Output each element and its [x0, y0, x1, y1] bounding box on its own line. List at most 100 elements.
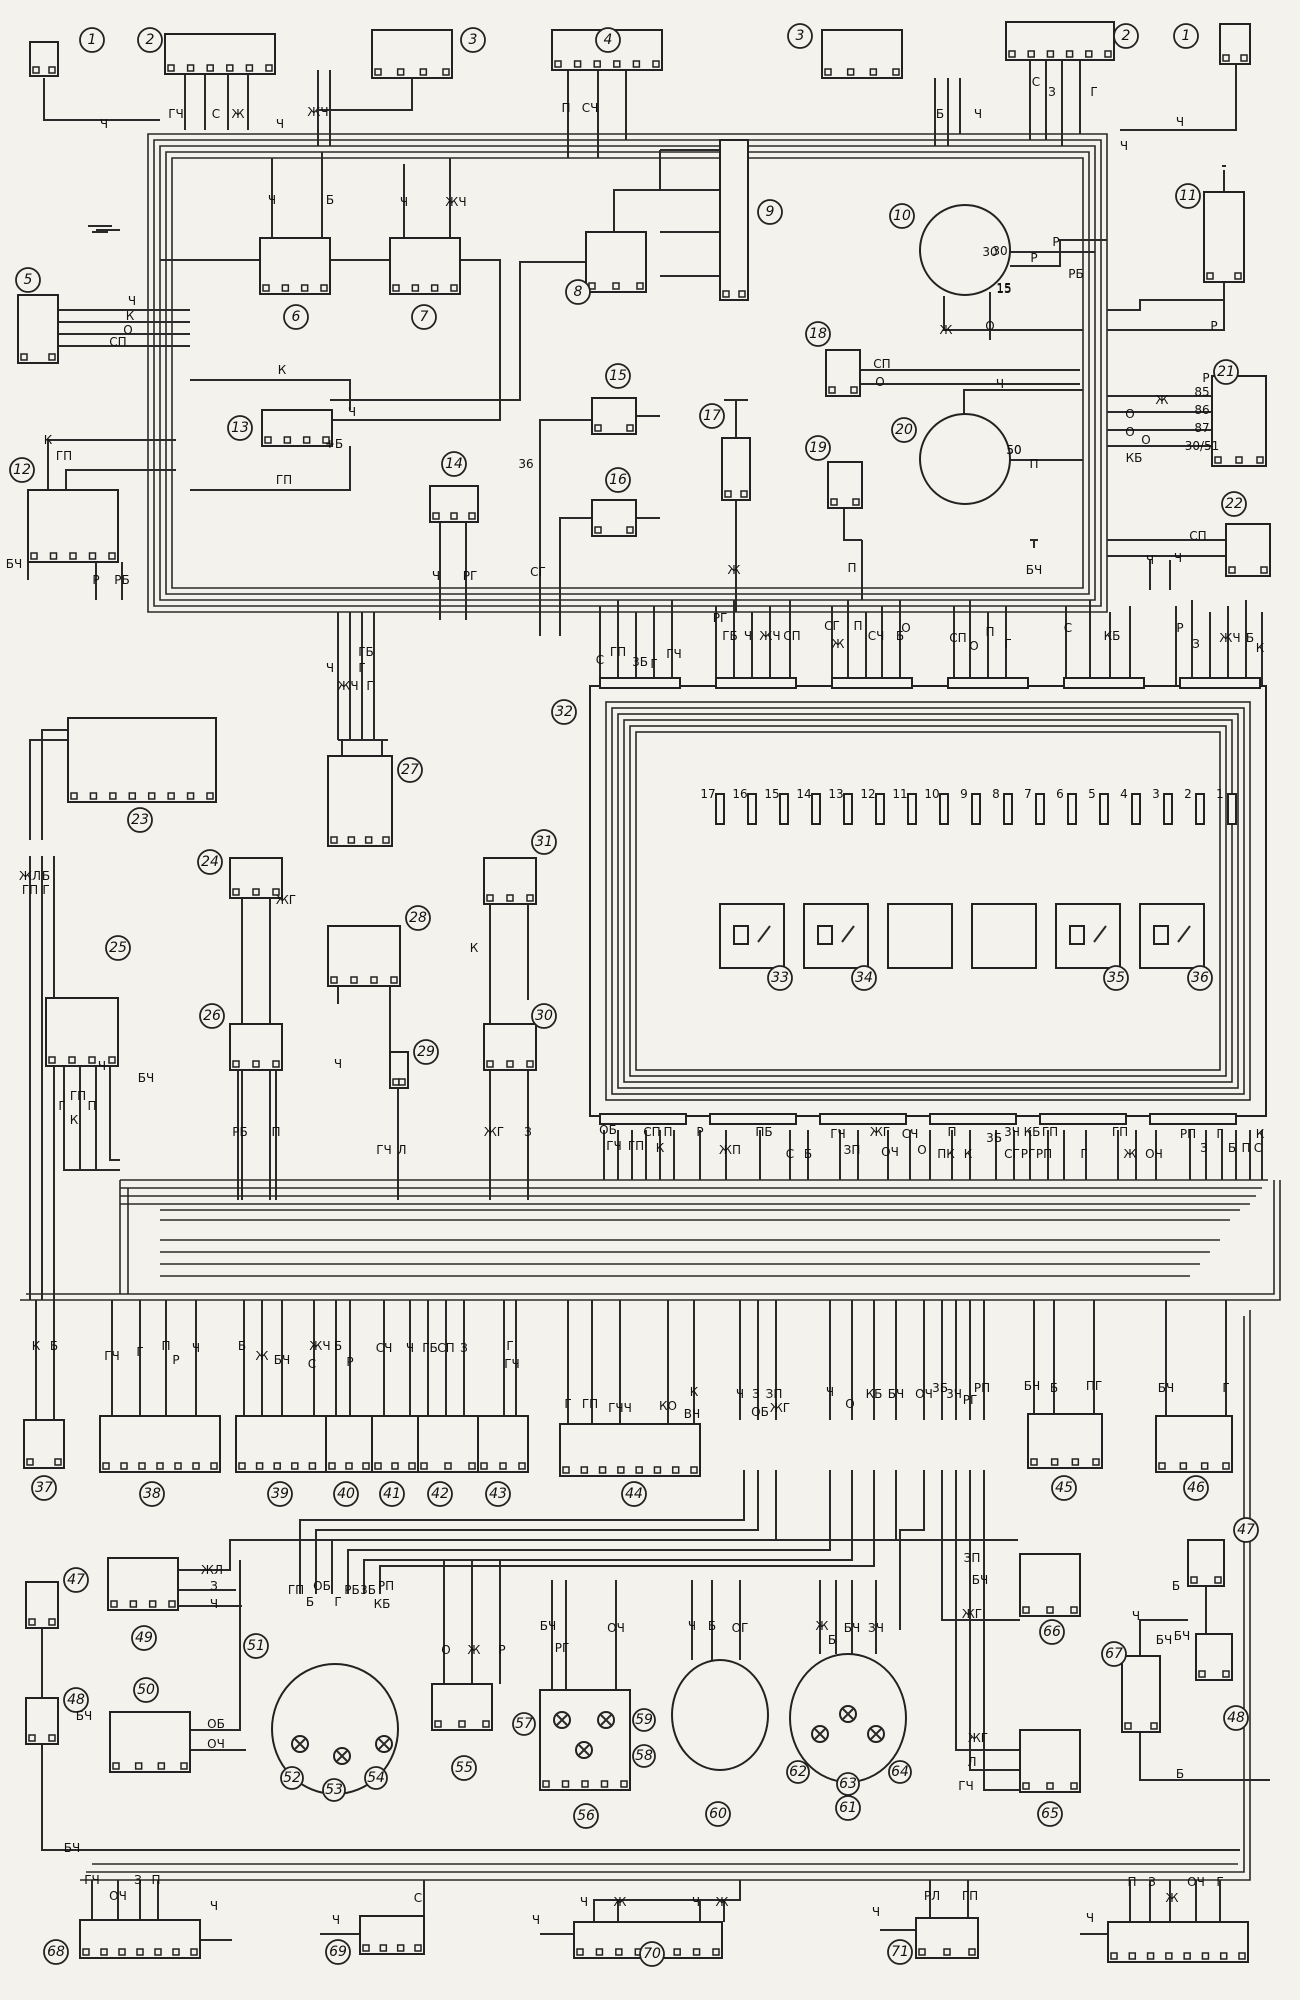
component-number: 25 [105, 935, 131, 961]
wire-color-label: О [845, 1397, 854, 1411]
number-circle [1183, 1475, 1209, 1501]
pin [482, 1720, 490, 1728]
pin [48, 1734, 56, 1742]
wire-color-label: ЗП [766, 1387, 783, 1401]
wire-color-label: РП [378, 1579, 394, 1593]
wire-color-label: Р [1052, 235, 1059, 249]
wire-color-label: КБ [1024, 1125, 1041, 1139]
wire-color-label: Б [1172, 1579, 1180, 1593]
pin [450, 284, 458, 292]
pin [272, 1060, 280, 1068]
pin [302, 436, 311, 444]
wire-color-label: Б [828, 1633, 836, 1647]
pin [70, 792, 78, 800]
wire-color-label: ГП [610, 645, 626, 659]
wire-color-label: З [524, 1125, 532, 1139]
pin [1256, 456, 1264, 464]
number-label: 48 [1227, 1710, 1245, 1726]
pin [1046, 1782, 1054, 1790]
wire-color-label: З [210, 1579, 218, 1593]
fuse: 13 [828, 787, 853, 825]
wire-color-label: О [969, 639, 978, 653]
component-c47a: 47 [25, 1567, 89, 1629]
component-number: 1 [79, 27, 105, 53]
lamp-icon [839, 1705, 857, 1723]
lamp-number: 54 [364, 1766, 388, 1790]
pin [468, 1462, 476, 1470]
component-c2a: 2 [137, 27, 276, 75]
pin [273, 1462, 281, 1470]
number-circle [767, 965, 793, 991]
fuse: 5 [1088, 787, 1109, 825]
wire-color-label: ГБ [422, 1341, 438, 1355]
number-circle [127, 807, 153, 833]
number-circle [325, 1939, 351, 1965]
wire-color-label: ОЧ [607, 1621, 625, 1635]
wire-color-label: О [1125, 425, 1134, 439]
wire-color-label: ГП [1042, 1125, 1058, 1139]
pin [1065, 50, 1074, 58]
component-c38: 38 [99, 1415, 221, 1507]
number-label: 57 [515, 1716, 533, 1732]
pin [1030, 1458, 1038, 1466]
wire-color-label: О [1125, 407, 1134, 421]
wire-color-label: ЖГ [484, 1125, 504, 1139]
component-c67-body [1121, 1655, 1161, 1733]
number-circle [322, 1778, 346, 1802]
block-connector-top [1179, 677, 1261, 689]
pin [264, 436, 272, 444]
wire-color-label: Ч [1174, 551, 1182, 565]
block-bus-line [605, 701, 1251, 1101]
number-circle [441, 451, 467, 477]
pin [232, 888, 240, 896]
number-circle [1213, 359, 1239, 385]
wire-color-label: ОБ [599, 1123, 617, 1137]
relay: 36 [1139, 903, 1213, 991]
pin [174, 1462, 182, 1470]
pin [32, 66, 40, 74]
wire-color-label: ГП [582, 1397, 598, 1411]
component-c13-body [261, 409, 333, 447]
pin [255, 1462, 264, 1470]
lamp-number: 63 [836, 1772, 860, 1796]
component-number: 11 [1175, 183, 1201, 209]
number-circle [227, 415, 253, 441]
pin [1046, 1606, 1054, 1614]
number-circle [460, 27, 486, 53]
wire-color-label: К [44, 433, 53, 447]
number-label: 28 [409, 910, 427, 926]
pin [943, 1948, 951, 1956]
pin [1228, 566, 1236, 574]
number-label: 29 [417, 1044, 435, 1060]
pin [129, 1600, 138, 1608]
pin [612, 282, 620, 290]
fuse: 7 [1024, 787, 1045, 825]
component-number: 47 [1233, 1517, 1259, 1543]
wire-color-label: Г [564, 1397, 571, 1411]
pin [419, 68, 428, 76]
component-number: 19 [805, 435, 831, 461]
wire-color-label: К [470, 941, 479, 955]
wire-color-label: 3Б [632, 655, 648, 669]
wire-color-label: Г [506, 1339, 513, 1353]
wire-color-label: ГЧ [958, 1779, 974, 1793]
pin [738, 290, 746, 298]
component-c65-body [1019, 1729, 1081, 1793]
wire-color-label: БЧ [1158, 1381, 1174, 1395]
number-label: 8 [574, 284, 583, 300]
number-label: 11 [1179, 188, 1197, 204]
pin [1198, 1670, 1206, 1678]
component-c9: 9 [719, 139, 783, 301]
number-label: 2 [1122, 28, 1131, 44]
pin [350, 976, 358, 984]
component-c24: 24 [197, 849, 283, 899]
wire-color-label: П [947, 1125, 956, 1139]
component-number: 56 [573, 1803, 599, 1829]
fuse: 4 [1120, 787, 1141, 825]
block-connector-bottom [819, 1113, 907, 1125]
component-number: 23 [127, 807, 153, 833]
wire-color-label: Р [696, 1125, 703, 1139]
pin [1008, 50, 1016, 58]
wire-color-label: РГ [463, 569, 478, 583]
